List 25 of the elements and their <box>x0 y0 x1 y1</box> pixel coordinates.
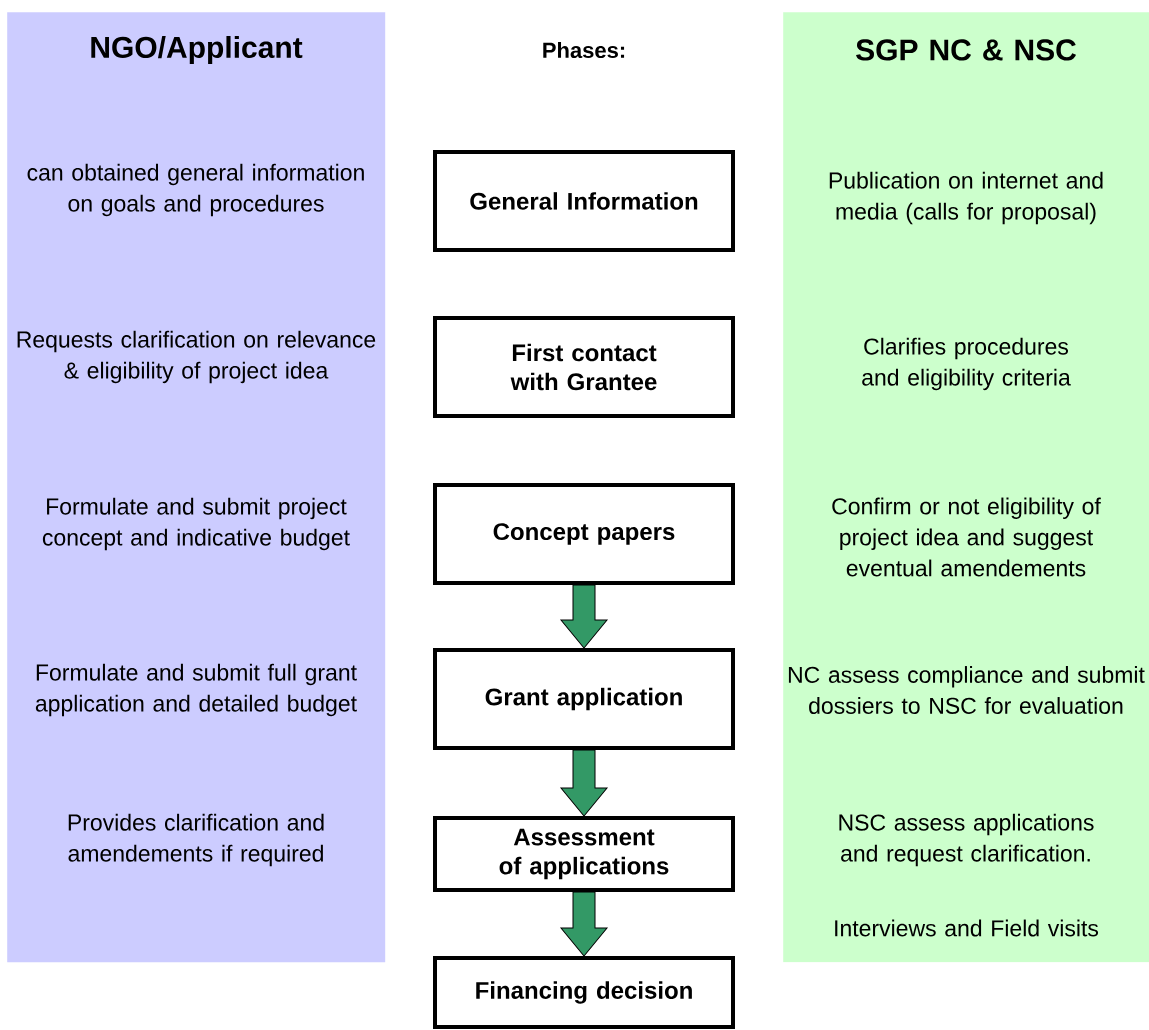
lane-heading: NGO/Applicant <box>91 36 303 64</box>
lane-heading: SGP NC & NSC <box>856 39 1076 61</box>
block-arrow <box>560 891 608 957</box>
phase-box: Concept papers <box>433 483 735 585</box>
lane-text: Clarifies procedures and eligibility criteria <box>862 337 1071 391</box>
lane-text: Formulate and submit project concept and indicative budget <box>42 497 350 551</box>
block-arrow <box>560 584 608 649</box>
lane-band <box>783 12 1149 963</box>
block-arrow <box>560 749 608 817</box>
lane-band <box>7 12 386 963</box>
lane-text: NSC assess applications and request clarification. <box>839 813 1094 867</box>
lane-text: NC assess compliance and submit dossiers to NSC for evaluation <box>788 666 1145 714</box>
phase-box: Grant application <box>433 648 735 750</box>
phase-box: Financing decision <box>433 956 735 1029</box>
column-heading: Phases: <box>543 41 625 59</box>
lane-text: Interviews and Field visits <box>835 919 1099 937</box>
lane-text: Requests clarification on relevance & eligibility of project idea <box>17 330 376 384</box>
lane-text: Formulate and submit full grant application and detailed budget <box>35 663 357 717</box>
phase-box: General Information <box>433 150 735 252</box>
phase-box: First contact with Grantee <box>433 316 735 418</box>
lane-text: Provides clarification and amendements if required <box>68 813 324 867</box>
lane-text: can obtained general information on goals and procedures <box>27 163 364 217</box>
phase-box: Assessment of applications <box>433 816 735 892</box>
lane-text: Publication on internet and media (calls for proposal) <box>829 171 1103 225</box>
lane-text: Confirm or not eligibility of project idea and suggest eventual amendements <box>832 497 1101 577</box>
